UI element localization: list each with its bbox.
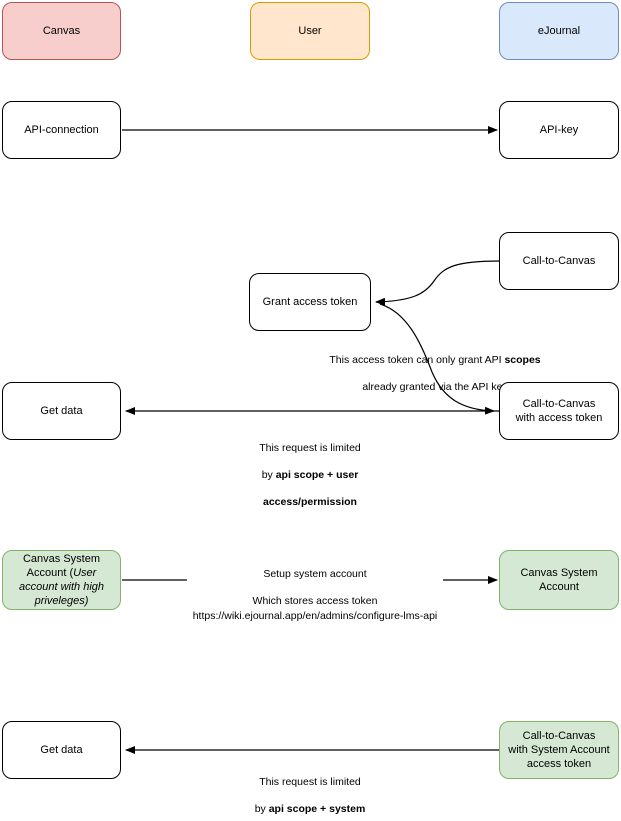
annotation-scopes-note-line1-bold: scopes	[504, 353, 541, 366]
node-call-to-canvas-with-access-token[interactable]: Call-to-Canvas with access token	[499, 382, 619, 440]
node-canvas-system-account-user-label: Canvas System Account (User account with…	[7, 552, 116, 608]
annotation-scopes-note: This access token can only grant API sco…	[305, 340, 565, 394]
node-call-to-canvas-system-token-label: Call-to-Canvas with System Account acces…	[508, 730, 610, 770]
annotation-setup-line2: Which stores access token	[252, 594, 378, 607]
annotation-limited-user: This request is limited by api scope + u…	[230, 428, 390, 509]
node-call-to-canvas[interactable]: Call-to-Canvas	[499, 232, 619, 290]
node-canvas-system-account-user-line2: Account (	[26, 567, 74, 579]
annotation-limited-user-line3-bold: access/permission	[263, 495, 357, 508]
node-canvas-system-account-user-italic: User account with high priveleges	[19, 567, 104, 607]
edge-call-to-canvas-to-grant-token	[375, 260, 501, 306]
annotation-setup-system-account: Setup system account Which stores access…	[185, 554, 445, 608]
lane-header-user[interactable]: User	[250, 2, 370, 60]
node-get-data-system-label: Get data	[40, 744, 83, 756]
lane-header-user-label: User	[298, 25, 322, 37]
node-get-data-user[interactable]: Get data	[2, 382, 121, 440]
node-api-key[interactable]: API-key	[499, 101, 619, 159]
node-get-data-system[interactable]: Get data	[2, 721, 121, 779]
node-api-connection-label: API-connection	[24, 124, 99, 136]
annotation-limited-user-line2-pre: by	[261, 468, 276, 481]
annotation-limited-system-line2-bold: api scope + system	[268, 802, 366, 815]
annotation-limited-system: This request is limited by api scope + s…	[230, 762, 390, 821]
annotation-setup-line1: Setup system account	[263, 567, 367, 580]
node-call-to-canvas-label: Call-to-Canvas	[522, 255, 596, 267]
node-canvas-system-account-user-line1: Canvas System	[22, 553, 101, 565]
node-canvas-system-account-user[interactable]: Canvas System Account (User account with…	[2, 550, 121, 610]
node-grant-access-token-label: Grant access token	[262, 296, 358, 308]
node-canvas-system-account-label: Canvas System Account	[520, 567, 598, 593]
lane-header-canvas-label: Canvas	[42, 25, 81, 37]
node-canvas-system-account-user-line3: )	[84, 595, 89, 607]
node-get-data-user-label: Get data	[40, 405, 83, 417]
node-canvas-system-account[interactable]: Canvas System Account	[499, 550, 619, 610]
annotation-scopes-note-line1-pre: This access token can only grant API	[329, 353, 505, 366]
annotation-limited-system-line1: This request is limited	[259, 775, 361, 788]
annotation-limited-user-line1: This request is limited	[259, 441, 361, 454]
lane-header-ejournal-label: eJournal	[537, 25, 581, 37]
node-call-to-canvas-system-token[interactable]: Call-to-Canvas with System Account acces…	[499, 721, 619, 779]
lane-header-ejournal[interactable]: eJournal	[499, 2, 619, 60]
lane-header-canvas[interactable]: Canvas	[2, 2, 121, 60]
annotation-limited-system-line2-pre: by	[254, 802, 269, 815]
node-api-key-label: API-key	[539, 124, 579, 136]
annotation-scopes-note-line2: already granted via the API key	[362, 380, 508, 393]
node-grant-access-token[interactable]: Grant access token	[249, 273, 371, 331]
annotation-setup-url-text: https://wiki.ejournal.app/en/admins/conf…	[192, 609, 438, 622]
node-api-connection[interactable]: API-connection	[2, 101, 121, 159]
node-call-to-canvas-with-access-token-label: Call-to-Canvas with access token	[515, 398, 603, 424]
annotation-limited-user-line2-bold: api scope + user	[275, 468, 359, 481]
annotation-setup-url[interactable]: https://wiki.ejournal.app/en/admins/conf…	[150, 596, 480, 623]
